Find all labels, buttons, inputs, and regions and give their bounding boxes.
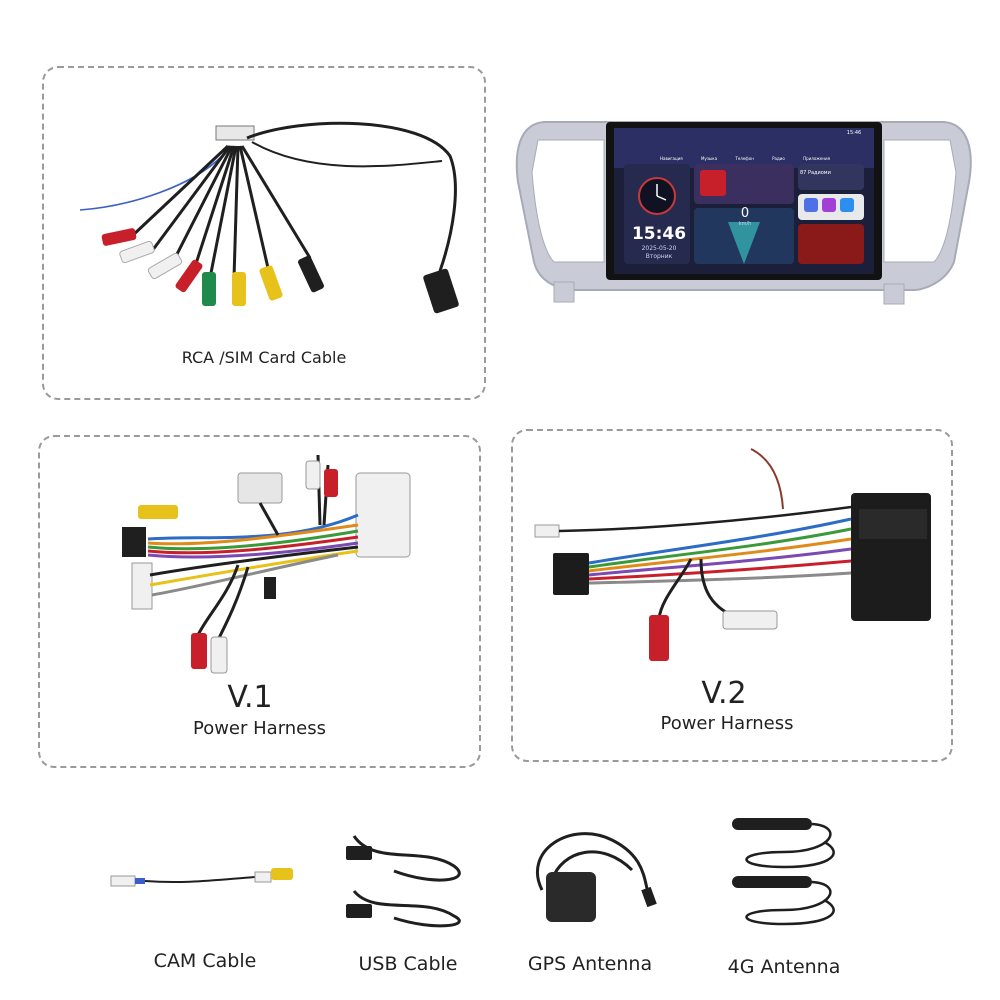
nav-item-radio: Радио xyxy=(772,156,785,161)
rca-plug-green xyxy=(202,272,216,306)
head-unit-speed: 0 xyxy=(740,206,750,221)
head-unit-image xyxy=(515,121,972,305)
rca-plug-white-1 xyxy=(119,240,155,264)
power-harness-v1-image xyxy=(122,454,411,674)
nav-item-music: Музыка xyxy=(701,156,718,161)
nav-item-navigation: Навигация xyxy=(660,156,683,161)
nav-item-phone: Телефон xyxy=(735,156,754,161)
nav-item-apps: Приложения xyxy=(803,156,830,161)
head-unit-speed-unit: km/h xyxy=(738,221,752,227)
head-unit-radio-title: 87 Радиоми xyxy=(800,170,831,176)
power-harness-v2-version: V.2 xyxy=(701,676,747,711)
power-harness-v2-caption: Power Harness xyxy=(660,713,794,734)
head-unit-nav-bar: Навигация Музыка Телефон Радио Приложени… xyxy=(660,156,830,164)
rca-plug-yellow-1 xyxy=(232,272,246,306)
rca-sim-cable-panel xyxy=(42,66,486,400)
rca-plug-yellow-2 xyxy=(259,265,283,301)
head-unit-status-time: 15:46 xyxy=(846,130,862,136)
head-unit-weekday: Вторник xyxy=(645,253,673,260)
rca-sim-cable-image xyxy=(79,121,459,314)
head-unit-clock: 15:46 xyxy=(631,224,687,244)
power-harness-v2-image xyxy=(534,448,931,661)
4g-antenna-caption: 4G Antenna xyxy=(727,956,841,978)
cam-cable-image xyxy=(110,868,293,887)
rca-plug-white-2 xyxy=(147,252,183,280)
gps-antenna-image xyxy=(535,832,657,922)
rca-sim-cable-caption: RCA /SIM Card Cable xyxy=(181,348,347,367)
usb-cable-image xyxy=(346,835,461,928)
4g-antenna-image xyxy=(732,818,835,926)
power-harness-v2-panel xyxy=(511,429,953,762)
head-unit-date: 2025-05-20 xyxy=(641,245,677,252)
rca-plug-red-1 xyxy=(101,228,137,246)
gps-antenna-caption: GPS Antenna xyxy=(527,953,653,975)
rca-plug-red-2 xyxy=(175,259,203,293)
audio-jack xyxy=(298,255,324,293)
power-harness-v1-version: V.1 xyxy=(227,680,273,715)
usb-cable-caption: USB Cable xyxy=(358,953,458,975)
power-harness-v1-caption: Power Harness xyxy=(192,718,327,739)
cam-cable-caption: CAM Cable xyxy=(153,950,257,972)
power-harness-v1-panel xyxy=(38,435,481,768)
